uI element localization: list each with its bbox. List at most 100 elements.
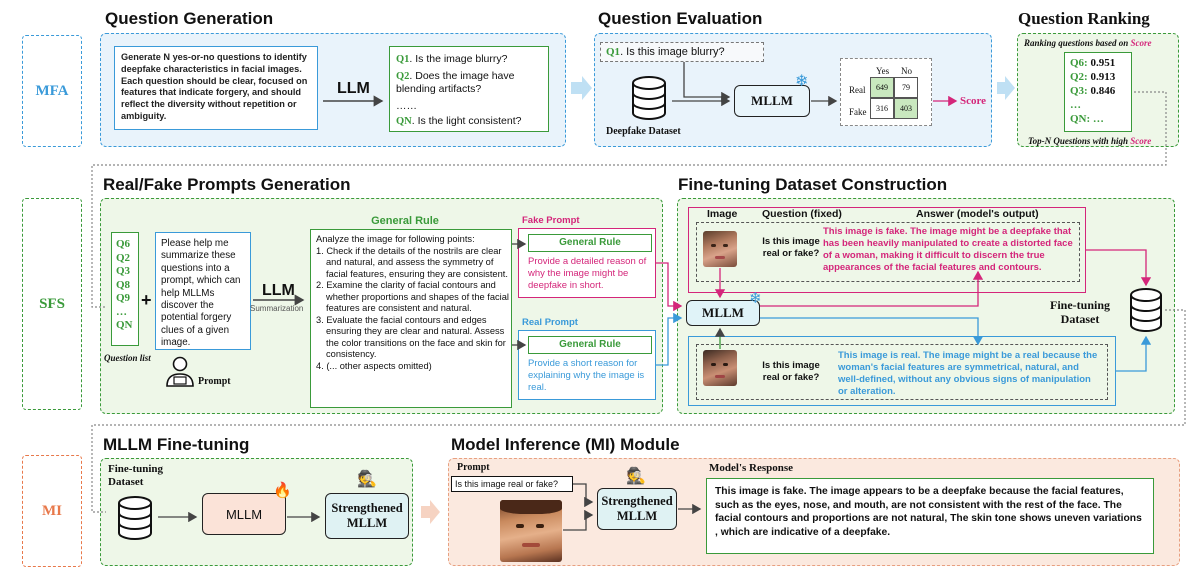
ft-strengthened-box: Strengthened MLLM — [325, 493, 409, 539]
fake-sample-answer: This image is fake. The image might be a… — [823, 226, 1073, 273]
construction-mllm-box: MLLM — [686, 300, 760, 326]
matrix-col-no: No — [901, 66, 912, 76]
rule-item-1: 1. Check if the details of the nostrils … — [316, 245, 508, 279]
question-generation-title: Question Generation — [105, 9, 274, 28]
question-ranking-title: Question Ranking — [1018, 9, 1150, 28]
eval-mllm-box: MLLM — [734, 85, 810, 117]
question-q2-text: . Does the image have blending artifacts… — [396, 70, 515, 95]
finetuning-database-icon — [1130, 288, 1162, 332]
eval-question-text: . Is this image blurry? — [620, 46, 725, 58]
sfs-side-label: SFS — [22, 198, 82, 410]
matrix-cell-fake-no: 403 — [894, 98, 918, 119]
plus-sign: + — [141, 290, 152, 310]
summarization-label: Summarization — [250, 304, 304, 313]
fake-sample-inner — [696, 222, 1080, 282]
ranking-q2-id: Q2: — [1070, 71, 1088, 83]
construction-snowflake-icon: ❄ — [749, 290, 762, 307]
general-rule-box — [310, 229, 512, 408]
column-question-header: Question (fixed) — [762, 208, 842, 220]
real-sample-question: Is this image real or fake? — [762, 360, 820, 383]
ranking-list: Q6: 0.951 Q2: 0.913 Q3: 0.846 … QN: … — [1070, 56, 1115, 126]
ranking-top-score: Score — [1130, 38, 1152, 48]
mi-prompt-box: Is this image real or fake? — [451, 476, 573, 492]
ft-database-icon — [118, 496, 152, 540]
mi-face-image — [500, 500, 562, 562]
qlist-item-q8: Q8 — [116, 278, 131, 291]
ranking-q6-val: 0.951 — [1090, 57, 1116, 69]
question-qn-text: . Is the light consistent? — [411, 115, 522, 127]
question-list-box — [111, 232, 139, 346]
real-sample-answer: This image is real. The image might be a… — [838, 350, 1098, 397]
eval-question-id: Q1 — [606, 46, 621, 58]
ft-strengthened-label: Strengthened MLLM — [331, 501, 403, 530]
eval-question: Q1. Is this image blurry? — [606, 46, 725, 59]
question-list-label: Question list — [104, 353, 151, 363]
ranking-bottom-caption: Top-N Questions with high Score — [1028, 135, 1151, 148]
frozen-snowflake-icon: ❄ — [795, 73, 809, 90]
mi-prompt-label: Prompt — [457, 462, 490, 473]
construction-mllm-label: MLLM — [702, 305, 744, 320]
sfs-label-text: SFS — [39, 295, 65, 312]
fake-general-rule-box: General Rule — [528, 234, 652, 252]
generation-prompt-text: Generate N yes-or-no questions to identi… — [121, 52, 308, 121]
fake-face-thumbnail — [703, 231, 737, 267]
real-sample-inner — [696, 344, 1108, 400]
matrix-col-yes: Yes — [876, 66, 890, 76]
ranking-list-box — [1064, 52, 1132, 132]
question-evaluation-title: Question Evaluation — [598, 9, 763, 28]
ranking-bottom-prefix: Top-N Questions with high — [1028, 136, 1131, 146]
matrix-cell-real-no: 79 — [894, 77, 918, 98]
ranking-q3-val: 0.846 — [1090, 85, 1116, 97]
mfa-side-label: MFA — [22, 35, 82, 147]
real-general-rule-box: General Rule — [528, 336, 652, 354]
column-image-header: Image — [707, 208, 738, 220]
matrix-cell-fake-yes: 316 — [870, 98, 894, 119]
ranking-q3-id: Q3: — [1070, 85, 1088, 97]
real-prompt-text: Provide a short reason for explaining wh… — [528, 358, 645, 393]
finetuning-dataset-label: Fine-tuning Dataset — [1049, 298, 1110, 326]
column-answer-header: Answer (model's output) — [916, 208, 1039, 220]
ranking-q6-id: Q6: — [1070, 57, 1088, 69]
question-q1-text: . Is the image blurry? — [409, 53, 508, 65]
mi-strengthened-box: Strengthened MLLM — [597, 488, 677, 530]
rule-item-2: 2. Examine the clarity of facial contour… — [316, 280, 509, 313]
model-response-box — [706, 478, 1154, 554]
rule-item-4: 4. (... other aspects omitted) — [316, 360, 432, 371]
ft-dataset-label: Fine-tuning Dataset — [108, 463, 164, 488]
real-face-thumbnail — [703, 350, 737, 386]
fire-icon: 🔥 — [273, 482, 292, 499]
llm-label-summarization: LLM — [262, 282, 295, 299]
qlist-item-q6: Q6 — [116, 238, 131, 250]
eval-question-box — [600, 42, 764, 62]
ranking-item-q6: Q6: 0.951 — [1070, 56, 1115, 70]
question-ellipsis: …… — [396, 100, 417, 112]
general-rule-title: General Rule — [371, 215, 439, 227]
ranking-top-prefix: Ranking questions based on — [1024, 38, 1131, 48]
ranking-ellipsis: … — [1070, 99, 1081, 111]
question-q1-id: Q1 — [396, 54, 410, 65]
model-response-text: This image is fake. The image appears to… — [715, 486, 1142, 538]
detective-icon-inference: 🕵 — [626, 468, 646, 485]
qlist-item-qn: QN — [116, 319, 133, 331]
ranking-top-caption: Ranking questions based on Score — [1024, 37, 1152, 50]
qlist-item-q2: Q2 — [116, 251, 131, 264]
general-rule-intro: Analyze the image for following points: — [316, 234, 475, 244]
real-sample-box — [688, 336, 1116, 406]
llm-label-generation: LLM — [337, 80, 370, 97]
ranking-q2-val: 0.913 — [1090, 71, 1116, 83]
model-inference-title: Model Inference (MI) Module — [451, 435, 680, 454]
generated-questions-box — [389, 46, 549, 132]
rule-item-3: 3. Evaluate the facial contours and edge… — [316, 314, 506, 360]
fake-prompt-text: Provide a detailed reason of why the ima… — [528, 256, 647, 291]
fake-prompt-title: Fake Prompt — [522, 215, 580, 226]
matrix-row-real: Real — [849, 85, 866, 95]
mi-side-label: MI — [22, 455, 82, 567]
eval-mllm-label: MLLM — [751, 93, 793, 108]
real-fake-prompts-title: Real/Fake Prompts Generation — [103, 175, 351, 194]
real-prompt-title: Real Prompt — [522, 317, 578, 328]
generation-prompt-box — [114, 46, 318, 130]
ft-mllm-box: MLLM — [202, 493, 286, 535]
ranking-last: QN: … — [1070, 113, 1104, 125]
matrix-cell-real-yes: 649 — [870, 77, 894, 98]
